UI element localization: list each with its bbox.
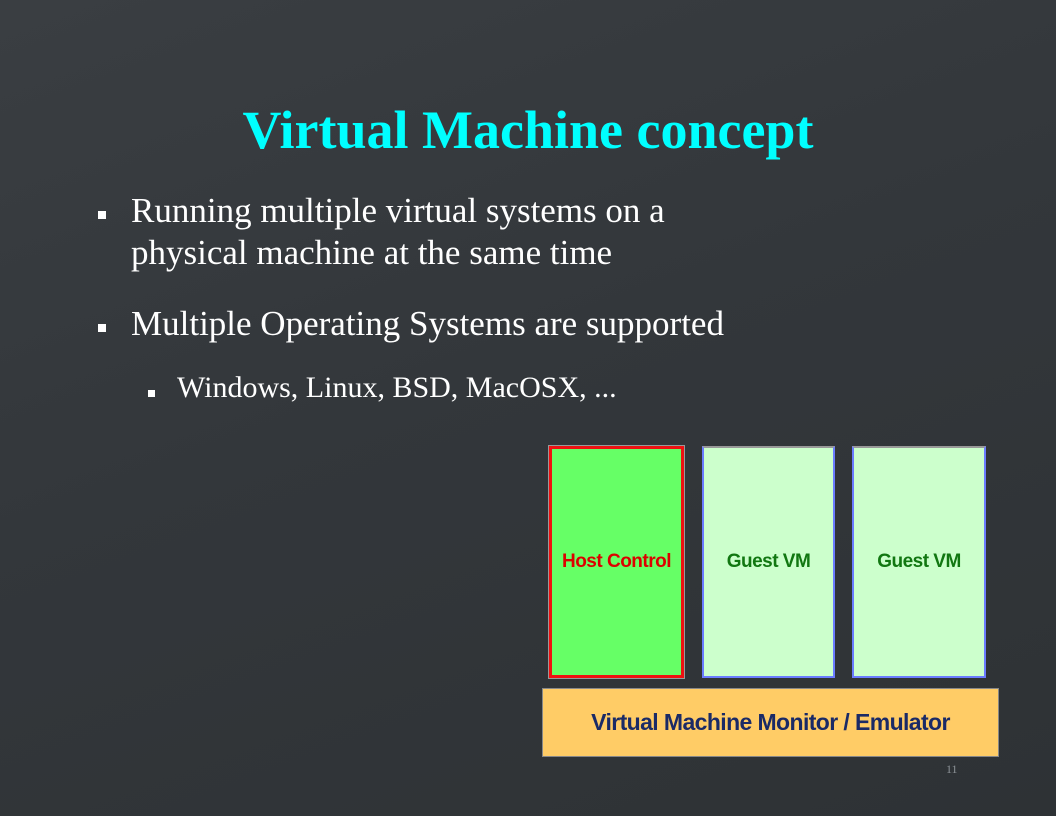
bullet-line: Windows, Linux, BSD, MacOSX, ... [177,371,617,404]
slide-title: Virtual Machine concept [242,100,814,160]
bullet-line: Running multiple virtual systems on a [131,191,665,230]
bullet-square-icon [98,324,106,332]
bullet-line: physical machine at the same time [131,233,613,272]
bullet-square-icon [148,390,155,397]
vm-monitor-bar: Virtual Machine Monitor / Emulator [542,688,999,757]
bullet-square-icon [98,211,106,219]
page-number: 11 [946,762,958,776]
sub-bullet-os-list: Windows, Linux, BSD, MacOSX, ... [148,370,617,406]
vm-architecture-diagram: Host Control Guest VM Guest VM Virtual M… [541,444,999,758]
vm-monitor-label: Virtual Machine Monitor / Emulator [591,709,950,735]
host-control-label: Host Control [561,551,672,572]
guest-vm-box: Guest VM [852,446,986,678]
bullet-running-multiple-systems: Running multiple virtual systems on a ph… [98,190,665,274]
guest-vm-label: Guest VM [877,551,961,572]
guest-vm-label: Guest VM [726,551,811,572]
guest-vm-box: Guest VM [702,446,835,678]
bullet-line: Multiple Operating Systems are supported [131,304,724,343]
bullet-multiple-os-supported: Multiple Operating Systems are supported [98,303,724,345]
host-control-box: Host Control [549,446,684,678]
